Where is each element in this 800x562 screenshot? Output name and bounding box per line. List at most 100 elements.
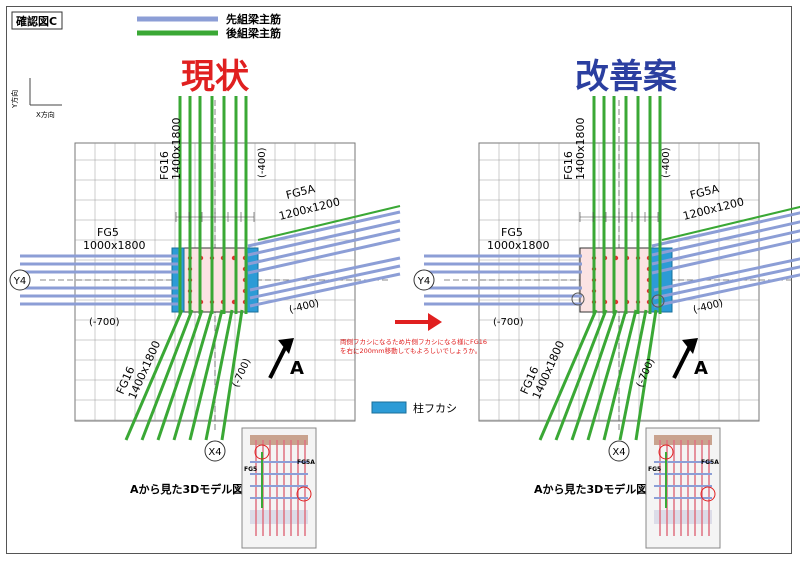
grid-label-y4: Y4 (13, 276, 26, 287)
fg5a-bar-green (257, 205, 401, 241)
view-arrowhead (682, 338, 698, 354)
model-caption-left: Aから見た3Dモデル図 (130, 482, 243, 496)
hatch-legend-swatch (371, 401, 407, 414)
fg16-bar (140, 309, 194, 441)
grid-bubble-y4 (413, 269, 435, 291)
red-arrow (395, 313, 442, 331)
fg16-bar (586, 309, 628, 441)
axis-y-label: Y方向 (10, 90, 19, 109)
column-haunch-left (171, 247, 185, 313)
model-inset-current: FG5 FG5A (241, 427, 317, 549)
inset-label-fg5a: FG5A (701, 459, 719, 466)
label-offset-700: (-700) (89, 317, 120, 328)
inset-frame (645, 427, 721, 549)
grid-bubble-x4 (204, 440, 226, 462)
label-offset-400-right: (-400) (692, 298, 724, 316)
fg5a-bar (651, 238, 800, 275)
label-fg16-top-size: 1400x1800 (170, 118, 183, 181)
view-arrowhead (278, 338, 294, 354)
fg5a-bar (651, 211, 800, 248)
axis-x-label: X方向 (36, 110, 55, 119)
view-arrow (672, 345, 692, 379)
inset-highlight (254, 444, 270, 460)
inset-slab (250, 435, 308, 445)
label-fg16-top: FG16 (562, 151, 575, 180)
grid-label-x4: X4 (612, 447, 625, 458)
fg5a-bar (249, 256, 401, 292)
grid-bubble-x4 (608, 440, 630, 462)
sheet-label-box (11, 11, 63, 30)
inset-label-fg5a: FG5A (297, 459, 315, 466)
label-offset-700: (-700) (493, 317, 524, 328)
inset-highlight (296, 486, 312, 502)
fg16-bar (570, 309, 618, 441)
label-fg5-size: 1000x1800 (487, 239, 550, 252)
axis-indicator: Y方向 X方向 (10, 78, 62, 119)
label-fg5a: FG5A (689, 182, 721, 202)
fg16-bar (124, 309, 184, 441)
fg5a-bar (653, 265, 800, 300)
label-fg16-top: FG16 (158, 151, 171, 180)
title-proposal: 改善案 (575, 57, 678, 97)
inset-slab (654, 435, 712, 445)
view-arrow (268, 345, 288, 379)
hatch-legend-text: 柱フカシ (413, 401, 457, 415)
label-fg5: FG5 (501, 226, 523, 239)
label-fg5a: FG5A (285, 182, 317, 202)
label-offset-400-right: (-400) (288, 298, 320, 316)
grid-bubble-y4 (9, 269, 31, 291)
fg5a-bar (653, 273, 800, 308)
fg5a-bar (247, 210, 401, 248)
label-fg5-size: 1000x1800 (83, 239, 146, 252)
model-inset-proposal: FG5 FG5A (645, 427, 721, 549)
fg16-bar (634, 309, 658, 441)
label-fg16-top-size: 1400x1800 (574, 118, 587, 181)
fg16-bar (220, 309, 244, 441)
note-box: 両側フカシになるため片側フカシになる様にFG16を右に200mm移動してもよろし… (340, 338, 488, 355)
note-text: 両側フカシになるため片側フカシになる様にFG16を右に200mm移動してもよろし… (340, 338, 488, 355)
fg5a-bar (247, 228, 401, 266)
title-current: 現状 (181, 57, 250, 97)
label-fg5: FG5 (97, 226, 119, 239)
grid-label-y4: Y4 (417, 276, 430, 287)
fg5a-bar (247, 237, 401, 275)
fg16-bar (538, 309, 598, 441)
fg5a-bar (249, 264, 401, 300)
label-offset-700-bottom: (-700) (635, 357, 657, 389)
legend-text-post: 後組梁主筋 (226, 26, 281, 40)
label-offset-400-top: (-400) (257, 147, 268, 178)
model-caption-right: Aから見た3Dモデル図 (534, 482, 647, 496)
fg16-bar (618, 309, 648, 441)
inset-frame (241, 427, 317, 549)
fg5a-bar-green (661, 205, 800, 241)
sheet-label: 確認図C (16, 14, 57, 28)
highlight-circle (571, 292, 585, 306)
column-haunch-right (245, 247, 259, 313)
fg16-bar (204, 309, 234, 441)
fg5a-bar (651, 220, 800, 257)
grid-label-x4: X4 (208, 447, 221, 458)
fg16-bar (554, 309, 608, 441)
inset-base (654, 510, 712, 524)
highlight-circle (651, 294, 665, 308)
fg5a-bar (653, 257, 800, 292)
view-arrow-label: A (290, 358, 304, 379)
inset-label-fg5: FG5 (244, 466, 257, 473)
inset-label-fg5: FG5 (648, 466, 661, 473)
fg5a-bar (249, 272, 401, 308)
inset-highlight (658, 444, 674, 460)
fg16-bar (602, 309, 638, 441)
fg5a-bar (651, 229, 800, 266)
fg16-bar (172, 309, 214, 441)
inset-highlight (700, 486, 716, 502)
inset-base (250, 510, 308, 524)
legend-text-pre: 先組梁主筋 (226, 12, 281, 26)
label-offset-400-top: (-400) (661, 147, 672, 178)
fg5a-bar (247, 219, 401, 257)
fg16-bar (156, 309, 204, 441)
view-arrow-label: A (694, 358, 708, 379)
fg16-bar (188, 309, 224, 441)
